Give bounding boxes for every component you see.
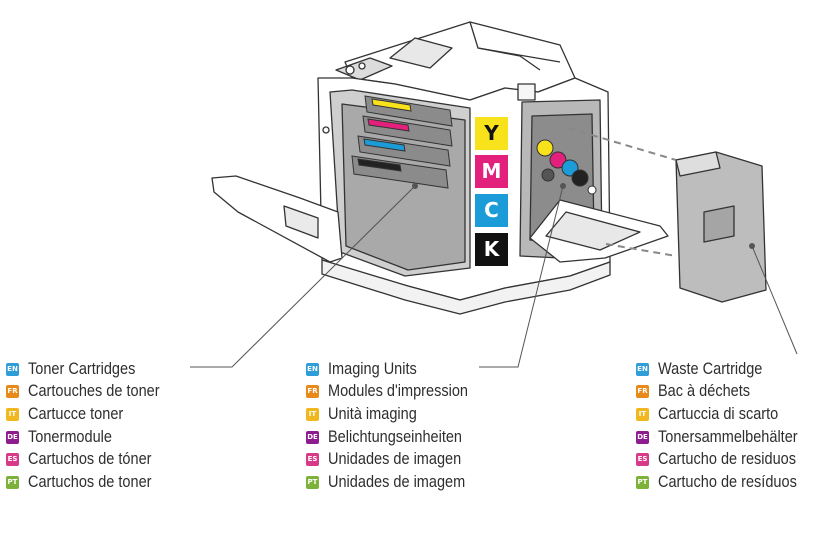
label-text: Belichtungseinheiten [328,427,463,446]
lang-badge-pt: PT [6,475,19,489]
label-text: Cartucho de residuos [658,450,797,469]
label-text: Cartucho de resíduos [658,472,797,491]
imaging-units-graphic [536,139,597,195]
toner-label-es: ES Cartuchos de tóner [6,448,178,471]
magenta-swatch: M [475,155,508,188]
yellow-swatch: Y [475,117,508,150]
imaging-callout-dot [560,183,566,189]
label-text: Waste Cartridge [658,359,763,378]
cyan-swatch: C [475,194,508,227]
imaging-label-pt: PT Unidades de imagem [306,471,487,494]
label-text: Imaging Units [328,359,417,378]
label-text: Cartuchos de tóner [28,450,152,469]
imaging-label-fr: FR Modules d'impression [306,381,487,404]
lang-badge-en: EN [6,362,19,376]
lang-badge-es: ES [636,453,649,467]
lang-badge-es: ES [306,453,319,467]
toner-label-en: EN Toner Cartridges [6,358,178,381]
lang-badge-it: IT [6,407,19,421]
callout-lines [190,185,798,368]
label-text: Modules d'impression [328,382,468,401]
label-text: Cartuccia di scarto [658,404,779,423]
lang-badge-de: DE [636,430,649,444]
lang-badge-es: ES [6,453,19,467]
label-text: Toner Cartridges [28,359,136,378]
waste-labels: EN Waste Cartridge FR Bac à déchets IT C… [636,358,817,494]
waste-label-pt: PT Cartucho de resíduos [636,471,817,494]
toner-callout-line [190,185,416,368]
waste-callout-line [751,245,798,355]
toner-labels: EN Toner Cartridges FR Cartouches de ton… [6,358,178,494]
waste-cartridge-dashed-guide [567,127,677,257]
label-text: Cartucce toner [28,404,124,423]
lang-badge-fr: FR [306,385,319,399]
imaging-label-it: IT Unità imaging [306,403,487,426]
lang-badge-en: EN [636,362,649,376]
side-door [529,199,669,263]
lang-badge-it: IT [306,407,319,421]
label-text: Bac à déchets [658,382,751,401]
imaging-label-en: EN Imaging Units [306,358,487,381]
waste-label-fr: FR Bac à déchets [636,381,817,404]
label-text: Tonermodule [28,427,112,446]
lang-badge-fr: FR [636,385,649,399]
lang-badge-it: IT [636,407,649,421]
toner-label-de: DE Tonermodule [6,426,178,449]
label-text: Cartuchos de toner [28,472,152,491]
label-text: Tonersammelbehälter [658,427,798,446]
toner-callout-dot [412,183,418,189]
toner-cartridges-graphic [351,95,453,189]
imaging-label-de: DE Belichtungseinheiten [306,426,487,449]
toner-label-it: IT Cartucce toner [6,403,178,426]
lang-badge-fr: FR [6,385,19,399]
toner-label-fr: FR Cartouches de toner [6,381,178,404]
waste-cartridge-graphic [675,151,767,303]
lang-badge-en: EN [306,362,319,376]
waste-callout-dot [749,243,755,249]
waste-label-it: IT Cartuccia di scarto [636,403,817,426]
imaging-label-es: ES Unidades de imagen [306,448,487,471]
label-text: Unidades de imagem [328,472,466,491]
label-text: Unità imaging [328,404,417,423]
toner-label-pt: PT Cartuchos de toner [6,471,178,494]
black-swatch: K [475,233,508,266]
waste-label-es: ES Cartucho de residuos [636,448,817,471]
label-text: Unidades de imagen [328,450,462,469]
lang-badge-pt: PT [306,475,319,489]
lang-badge-de: DE [6,430,19,444]
imaging-labels: EN Imaging Units FR Modules d'impression… [306,358,487,494]
lang-badge-de: DE [306,430,319,444]
imaging-callout-line [479,185,564,368]
waste-label-en: EN Waste Cartridge [636,358,817,381]
waste-label-de: DE Tonersammelbehälter [636,426,817,449]
label-text: Cartouches de toner [28,382,160,401]
lang-badge-pt: PT [636,475,649,489]
